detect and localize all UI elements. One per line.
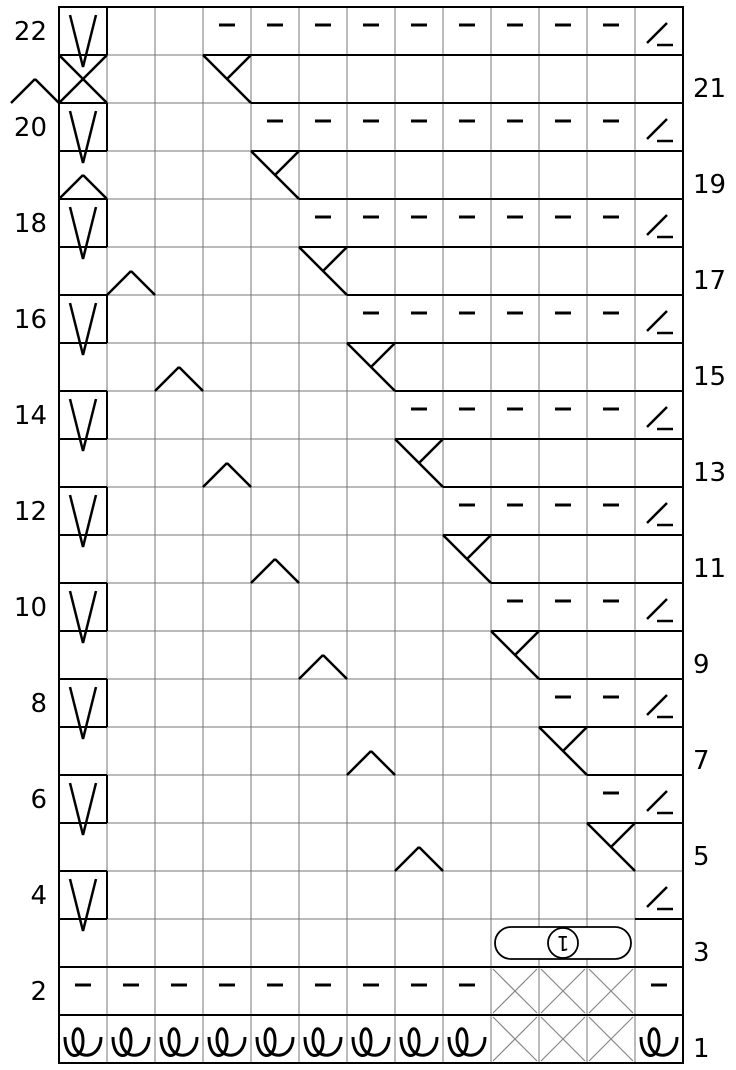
cross-stitch-symbol (394, 846, 420, 872)
no-stitch-symbol (540, 1016, 586, 1062)
cross-stitch-symbol (58, 54, 108, 104)
no-stitch-symbol (588, 968, 634, 1014)
row-label-left: 4 (30, 881, 47, 911)
cast-on-loop-symbol (399, 1027, 439, 1057)
slip-stitch-symbol (68, 878, 98, 932)
no-stitch-symbol (588, 1016, 634, 1062)
cross-stitch-symbol (562, 726, 588, 752)
row-label-right: 5 (693, 842, 710, 872)
cast-on-loop-symbol (255, 1027, 295, 1057)
row-label-left: 14 (14, 401, 47, 431)
cast-on-loop-symbol (639, 1027, 679, 1057)
purl-two-together-symbol (646, 598, 668, 620)
cross-stitch-symbol (418, 846, 444, 872)
row-label-right: 3 (693, 938, 710, 968)
slip-stitch-symbol (68, 110, 98, 164)
purl-two-together-symbol (646, 118, 668, 140)
cross-stitch-symbol (322, 246, 348, 272)
cross-stitch-symbol (610, 822, 636, 848)
cast-on-loop-symbol (447, 1027, 487, 1057)
row-label-right: 13 (693, 458, 726, 488)
purl-two-together-symbol (646, 886, 668, 908)
row-label-left: 12 (14, 497, 47, 527)
row-label-right: 21 (693, 74, 726, 104)
cross-stitch-symbol (370, 342, 396, 368)
row-label-right: 9 (693, 650, 710, 680)
cross-stitch-symbol (418, 438, 444, 464)
cast-on-loop-symbol (303, 1027, 343, 1057)
row-label-left: 16 (14, 305, 47, 335)
cross-stitch-symbol (226, 462, 252, 488)
cross-stitch-symbol (274, 150, 300, 176)
cross-stitch-symbol (154, 366, 180, 392)
cast-on-loop-symbol (63, 1027, 103, 1057)
row-label-left: 20 (14, 113, 47, 143)
row-label-left: 2 (30, 977, 47, 1007)
cross-stitch-symbol (58, 174, 84, 200)
cross-stitch-symbol (202, 462, 228, 488)
slip-stitch-symbol (68, 494, 98, 548)
cross-stitch-symbol (34, 78, 60, 104)
slip-stitch-symbol (68, 206, 98, 260)
row-label-right: 17 (693, 266, 726, 296)
cast-on-loop-symbol (159, 1027, 199, 1057)
cross-stitch-symbol (370, 750, 396, 776)
row-label-left: 22 (14, 17, 47, 47)
row-label-left: 6 (30, 785, 47, 815)
cross-stitch-symbol (322, 654, 348, 680)
purl-two-together-symbol (646, 406, 668, 428)
cross-stitch-symbol (298, 654, 324, 680)
cross-stitch-symbol (82, 174, 108, 200)
cast-on-loop-symbol (111, 1027, 151, 1057)
no-stitch-symbol (492, 968, 538, 1014)
cross-stitch-symbol (178, 366, 204, 392)
slip-stitch-symbol (68, 302, 98, 356)
purl-two-together-symbol (646, 310, 668, 332)
slip-stitch-symbol (68, 14, 98, 68)
slip-stitch-symbol (68, 782, 98, 836)
row-label-right: 19 (693, 170, 726, 200)
cross-stitch-symbol (466, 534, 492, 560)
cable-cast-on-circle (547, 927, 579, 959)
row-label-left: 18 (14, 209, 47, 239)
cross-stitch-symbol (346, 750, 372, 776)
row-label-left: 10 (14, 593, 47, 623)
purl-two-together-symbol (646, 214, 668, 236)
cast-on-loop-symbol (351, 1027, 391, 1057)
slip-stitch-symbol (68, 686, 98, 740)
cast-on-loop-symbol (207, 1027, 247, 1057)
row-label-right: 1 (693, 1034, 710, 1064)
cross-stitch-symbol (130, 270, 156, 296)
purl-two-together-symbol (646, 694, 668, 716)
cable-cast-on-label: 1 (557, 931, 570, 955)
no-stitch-symbol (492, 1016, 538, 1062)
cross-stitch-symbol (250, 558, 276, 584)
cross-stitch-symbol (226, 54, 252, 80)
cross-stitch-symbol (106, 270, 132, 296)
row-label-left: 8 (30, 689, 47, 719)
cross-stitch-symbol (514, 630, 540, 656)
no-stitch-symbol (540, 968, 586, 1014)
row-label-right: 11 (693, 554, 726, 584)
slip-stitch-symbol (68, 590, 98, 644)
purl-two-together-symbol (646, 790, 668, 812)
row-label-right: 7 (693, 746, 710, 776)
purl-two-together-symbol (646, 502, 668, 524)
row-label-right: 15 (693, 362, 726, 392)
purl-two-together-symbol (646, 22, 668, 44)
cross-stitch-symbol (10, 78, 36, 104)
slip-stitch-symbol (68, 398, 98, 452)
cross-stitch-symbol (274, 558, 300, 584)
